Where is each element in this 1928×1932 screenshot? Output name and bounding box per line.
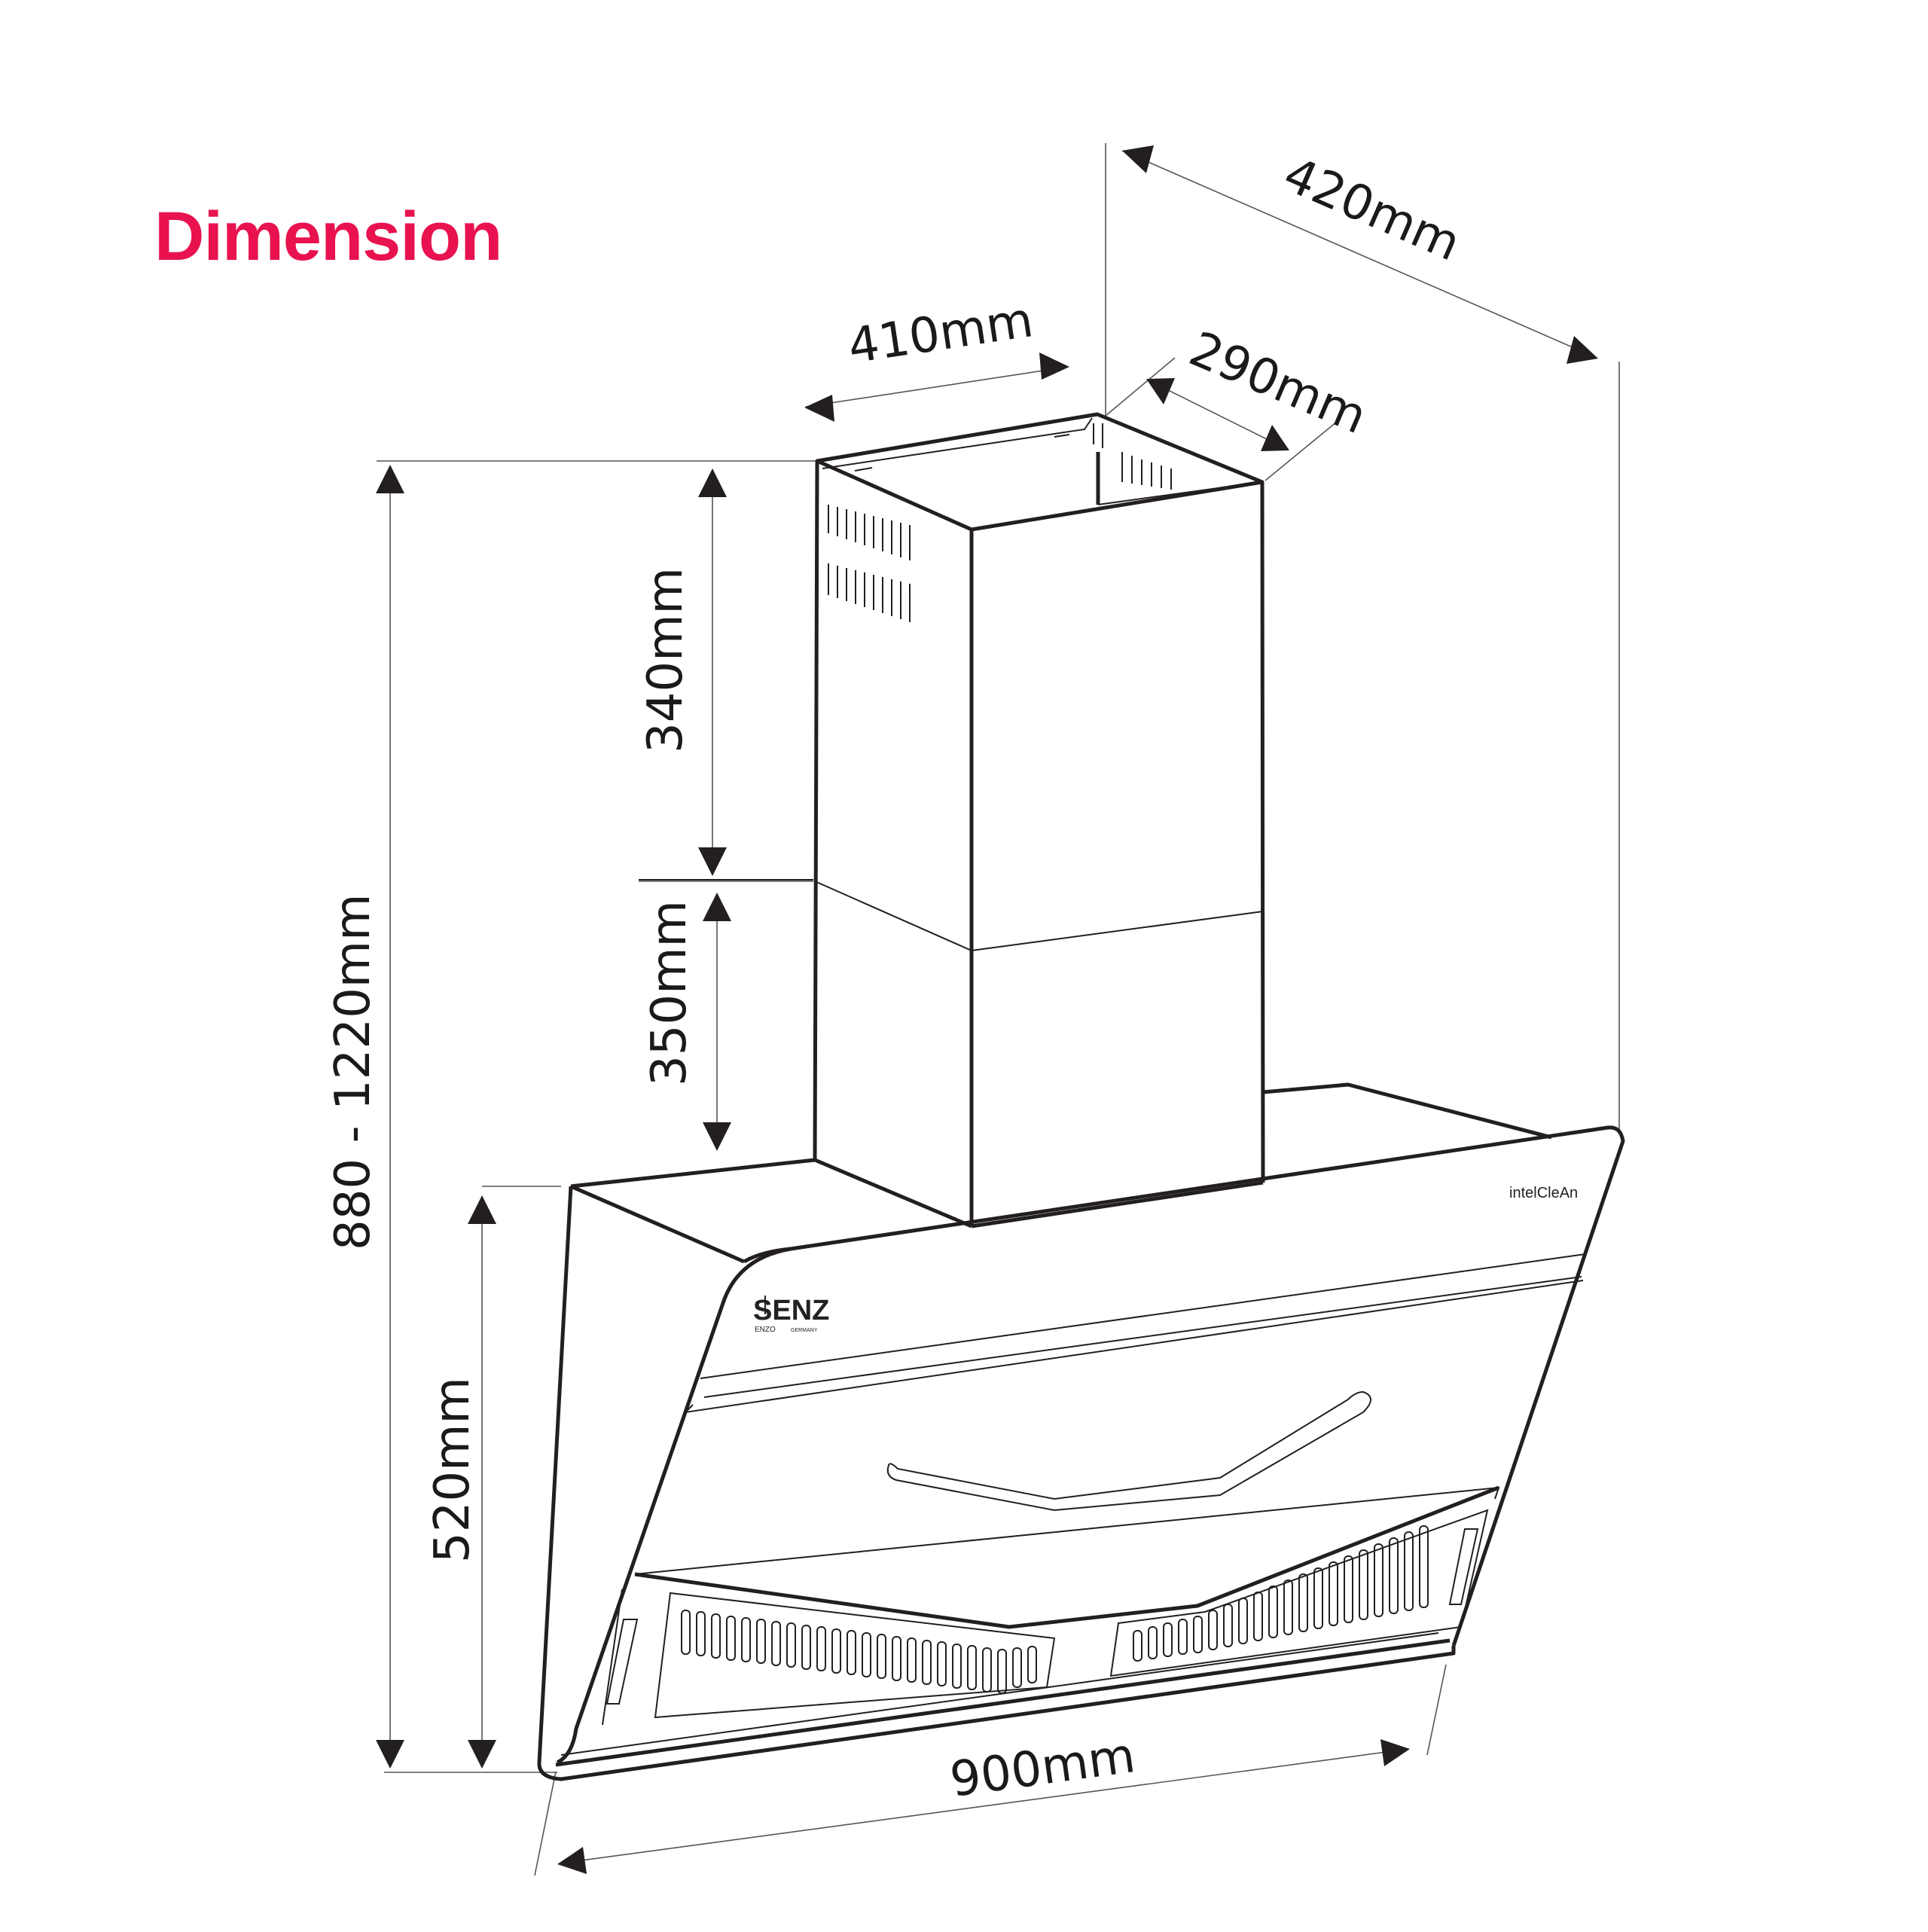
- dim-line-520: [468, 1195, 496, 1769]
- chimney: [639, 412, 1265, 1226]
- arrow-head: [1122, 145, 1154, 173]
- filter-slots-right: [1133, 1525, 1429, 1662]
- dim-line-350: [703, 893, 731, 1151]
- dim-line-420: [1121, 145, 1598, 364]
- dim-line-290: [1146, 378, 1289, 451]
- dim-line-total-height: [376, 465, 404, 1769]
- label-hood-height: 520mm: [425, 1377, 480, 1563]
- arrow-head: [703, 893, 731, 921]
- label-depth-total: 420mm: [1276, 147, 1469, 273]
- label-chimney-width: 410mm: [844, 292, 1036, 375]
- dim-line-900: [557, 1739, 1410, 1874]
- dim-line-410: [804, 353, 1069, 422]
- arrow-head: [1261, 425, 1289, 451]
- brand-logo-text: SENZ: [753, 1295, 829, 1326]
- arrow-head: [698, 847, 727, 876]
- arrow-head: [698, 469, 727, 497]
- arrow-head: [557, 1847, 587, 1874]
- arrow-head: [376, 465, 404, 493]
- arrow-head: [804, 395, 834, 422]
- witness-lines: [377, 143, 1620, 1876]
- label-total-height: 880 - 1220mm: [325, 894, 381, 1251]
- label-chimney-lower: 350mm: [642, 900, 697, 1086]
- brand-logo: SENZ ENZO GERMANY: [753, 1295, 829, 1334]
- brand-logo-subtext: ENZO: [755, 1326, 776, 1334]
- arrow-head: [703, 1122, 731, 1151]
- arrow-head: [468, 1195, 496, 1224]
- label-chimney-depth: 290mm: [1182, 322, 1374, 446]
- brand-logo-country: GERMANY: [791, 1328, 818, 1333]
- arrow-head: [376, 1740, 404, 1769]
- filter-slots-left: [681, 1610, 1037, 1694]
- arrow-head: [468, 1740, 496, 1769]
- arrow-head: [1566, 336, 1598, 364]
- feature-label: intelCleAn: [1509, 1185, 1578, 1201]
- arrow-head: [1146, 378, 1175, 404]
- label-hood-width: 900mm: [947, 1728, 1139, 1808]
- arrow-head: [1380, 1739, 1410, 1766]
- dim-line-340: [698, 469, 727, 876]
- page-title: Dimension: [154, 198, 502, 275]
- hood-body: [537, 1082, 1625, 1781]
- arrow-head: [1039, 353, 1069, 380]
- label-chimney-upper: 340mm: [638, 567, 694, 753]
- chimney-vent-slots: [828, 452, 1172, 622]
